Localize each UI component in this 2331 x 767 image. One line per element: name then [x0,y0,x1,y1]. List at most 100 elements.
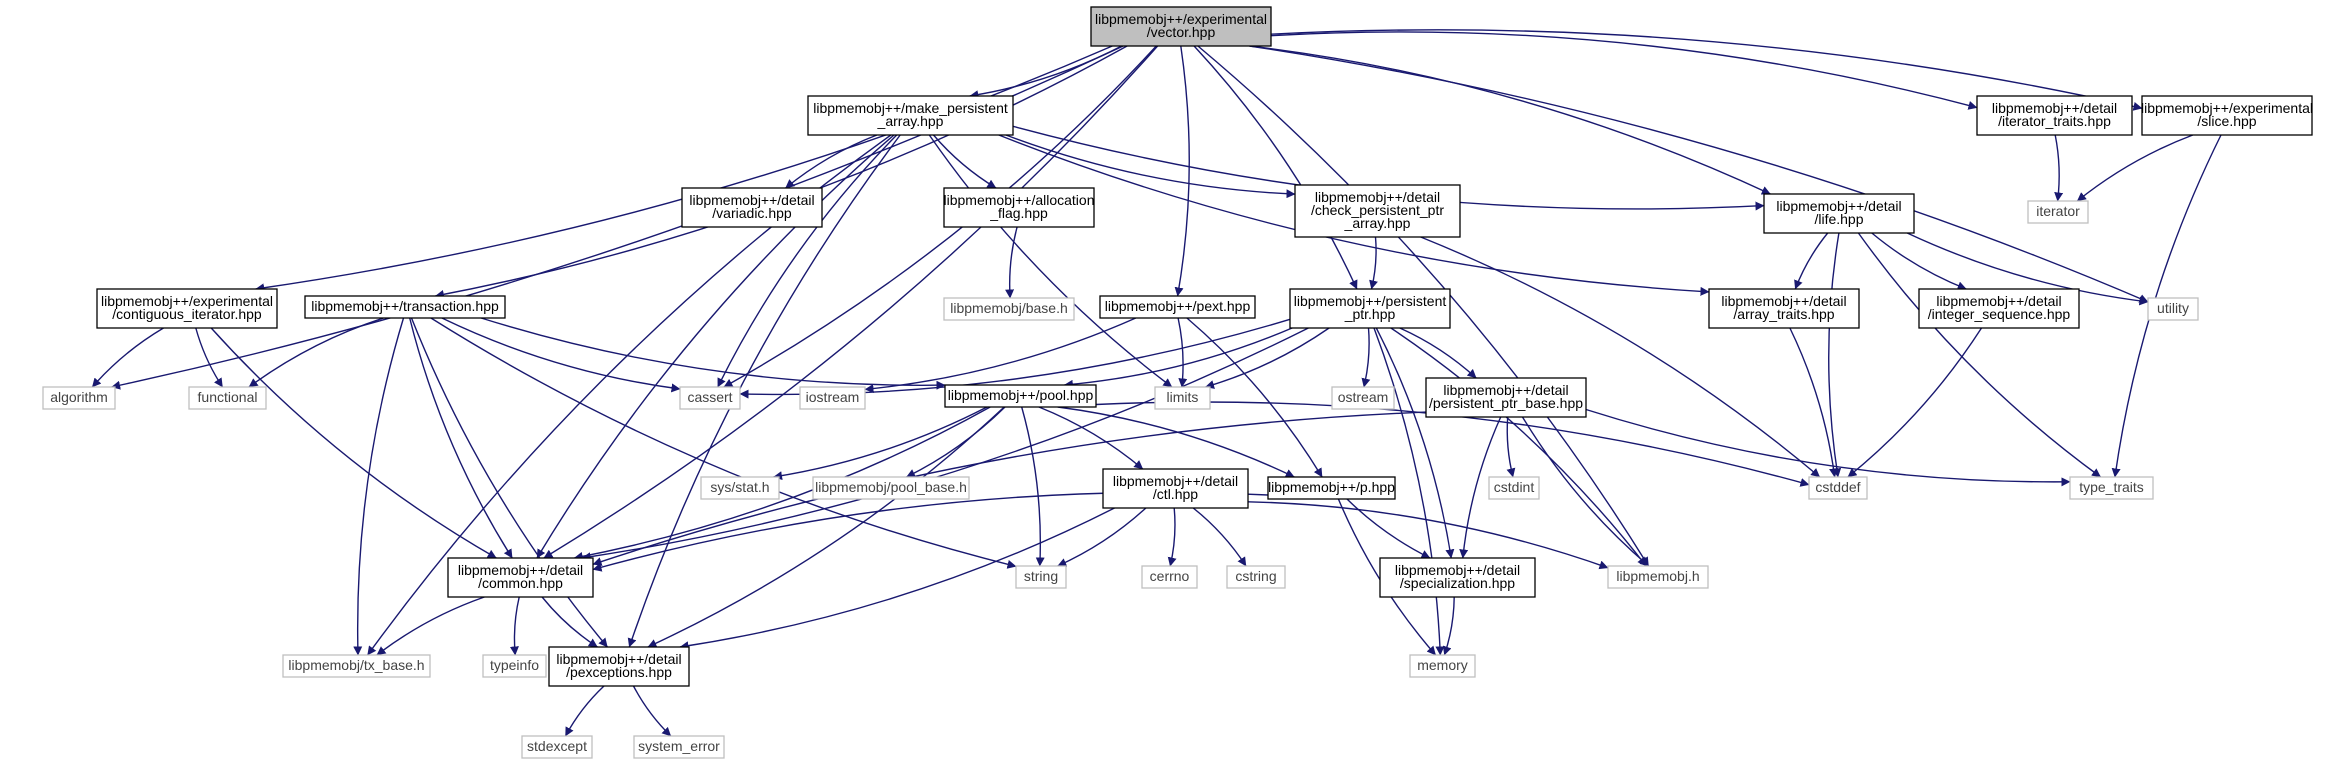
edge-pool-to-pool_base_h [906,406,1006,478]
node-exp-slice[interactable]: libpmemobj++/experimental/slice.hpp [2141,95,2313,136]
node-label-line: limits [1167,389,1199,405]
node-integer-sequence[interactable]: libpmemobj++/detail/integer_sequence.hpp [1918,288,2080,329]
node-ostream: ostream [1331,386,1395,410]
node-check-persistent-ptr-array[interactable]: libpmemobj++/detail/check_persistent_ptr… [1294,184,1461,238]
node-box [807,95,1014,136]
node-detail-variadic[interactable]: libpmemobj++/detail/variadic.hpp [681,187,823,228]
node-box [1488,476,1540,500]
node-typeinfo: typeinfo [482,654,547,678]
node-label-line: /specialization.hpp [1400,575,1515,591]
node-tx-base-h: libpmemobj/tx_base.h [282,654,431,678]
edge-specialization-to-memory [1442,596,1455,656]
edge-transaction-to-string [430,317,1017,569]
node-box [1102,468,1249,509]
edge-make_persistent_array-to-detail_variadic [785,134,878,189]
node-detail-ctl[interactable]: libpmemobj++/detail/ctl.hpp [1102,468,1249,509]
edge-contiguous_iterator-to-detail_common [210,327,497,559]
node-box [1090,6,1272,47]
node-label-line: libpmemobj++/experimental [101,293,273,309]
node-box [943,187,1095,228]
node-box [2027,200,2089,224]
edge-detail_ctl-to-cstring [1192,507,1247,567]
edge-persistent_ptr-to-pool [1063,327,1293,389]
node-label-line: libpmemobj++/persistent [1294,293,1447,309]
edge-vector-to-persistent_ptr [1193,45,1358,290]
node-make-persistent-array[interactable]: libpmemobj++/make_persistent_array.hpp [807,95,1014,136]
edge-pext-to-iostream [864,317,1137,394]
node-utility: utility [2147,297,2199,321]
edge-detail_ctl-to-cerrno [1167,507,1177,567]
edge-persistent_ptr-to-memory [1373,327,1445,656]
node-box [304,295,506,319]
node-label-line: /vector.hpp [1147,24,1216,40]
edge-detail_ctl-to-string [1057,507,1147,567]
node-contiguous-iterator[interactable]: libpmemobj++/experimental/contiguous_ite… [96,288,278,329]
node-label-line: libpmemobj++/detail [1113,473,1238,489]
node-cstddef: cstddef [1808,476,1868,500]
node-detail-common[interactable]: libpmemobj++/detail/common.hpp [447,557,594,598]
node-cstring: cstring [1226,565,1286,589]
node-label-line: stdexcept [527,738,587,754]
edge-persistent_ptr-to-ostream [1361,327,1371,388]
node-box [42,386,116,410]
node-cerrno: cerrno [1141,565,1198,589]
node-pool-base-h: libpmemobj/pool_base.h [812,476,970,500]
edge-vector-to-utility [1249,45,2149,303]
edge-vector-to-libpmemobj_h [1197,45,1650,567]
node-label-line: utility [2157,300,2189,316]
node-detail-iterator-traits[interactable]: libpmemobj++/detail/iterator_traits.hpp [1976,95,2133,136]
node-label-line: cstddef [1815,479,1860,495]
edge-persistent_ptr-to-limits [1205,327,1330,389]
edge-persistent_ptr_base-to-cstdint [1506,416,1516,478]
edge-integer_sequence-to-cstddef [1847,327,1983,478]
edge-pool-to-pexceptions [647,406,1005,648]
edge-p_hpp-to-specialization [1346,498,1431,559]
node-base-h: libpmemobj/base.h [943,297,1075,321]
edge-vector-to-contiguous_iterator [255,45,1113,293]
edge-pool-to-detail_common [573,406,991,561]
node-p-hpp[interactable]: libpmemobj++/p.hpp [1267,476,1396,500]
edge-persistent_ptr-to-libpmemobj_h [1390,327,1647,567]
node-label-line: libpmemobj++/allocation [944,192,1095,208]
node-label-line: libpmemobj++/detail [689,192,814,208]
node-persistent-ptr[interactable]: libpmemobj++/persistent_ptr.hpp [1289,288,1451,329]
node-label-line: /life.hpp [1814,211,1863,227]
node-box [447,557,594,598]
node-persistent-ptr-base[interactable]: libpmemobj++/detail/persistent_ptr_base.… [1425,377,1587,418]
node-array-traits[interactable]: libpmemobj++/detail/array_traits.hpp [1708,288,1860,329]
node-pext[interactable]: libpmemobj++/pext.hpp [1099,295,1256,319]
node-pool[interactable]: libpmemobj++/pool.hpp [944,384,1097,408]
edge-persistent_ptr_base-to-type_traits [1585,408,2071,487]
node-allocation-flag[interactable]: libpmemobj++/allocation_flag.hpp [943,187,1095,228]
edge-transaction-to-cassert [441,317,681,393]
node-box [1808,476,1868,500]
node-specialization[interactable]: libpmemobj++/detail/specialization.hpp [1379,557,1536,598]
node-label-line: /persistent_ptr_base.hpp [1429,395,1583,411]
edge-make_persistent_array-to-cassert [717,134,898,388]
node-box [1976,95,2133,136]
edge-pool-to-p_hpp [1057,406,1295,478]
node-type-traits: type_traits [2069,476,2154,500]
node-transaction[interactable]: libpmemobj++/transaction.hpp [304,295,506,319]
node-label-line: sys/stat.h [710,479,769,495]
edge-detail_life-to-type_traits [1857,232,2102,478]
edge-detail_life-to-cstddef [1828,232,1842,478]
node-box [1099,295,1256,319]
node-iterator: iterator [2027,200,2089,224]
node-detail-life[interactable]: libpmemobj++/detail/life.hpp [1763,193,1915,234]
node-label-line: libpmemobj/base.h [950,300,1068,316]
node-box [1918,288,2080,329]
node-box [679,386,741,410]
node-label-line: _array.hpp [877,113,944,129]
node-box [1379,557,1536,598]
edge-detail_life-to-utility [1906,232,2149,306]
edge-detail_life-to-integer_sequence [1871,232,1967,291]
node-box [812,476,970,500]
node-box [1425,377,1587,418]
edge-persistent_ptr-to-persistent_ptr_base [1399,327,1477,379]
node-box [1294,184,1461,238]
node-vector[interactable]: libpmemobj++/experimental/vector.hpp [1090,6,1272,47]
node-label-line: /iterator_traits.hpp [1998,113,2111,129]
node-label-line: memory [1417,657,1468,673]
node-pexceptions[interactable]: libpmemobj++/detail/pexceptions.hpp [548,646,690,687]
